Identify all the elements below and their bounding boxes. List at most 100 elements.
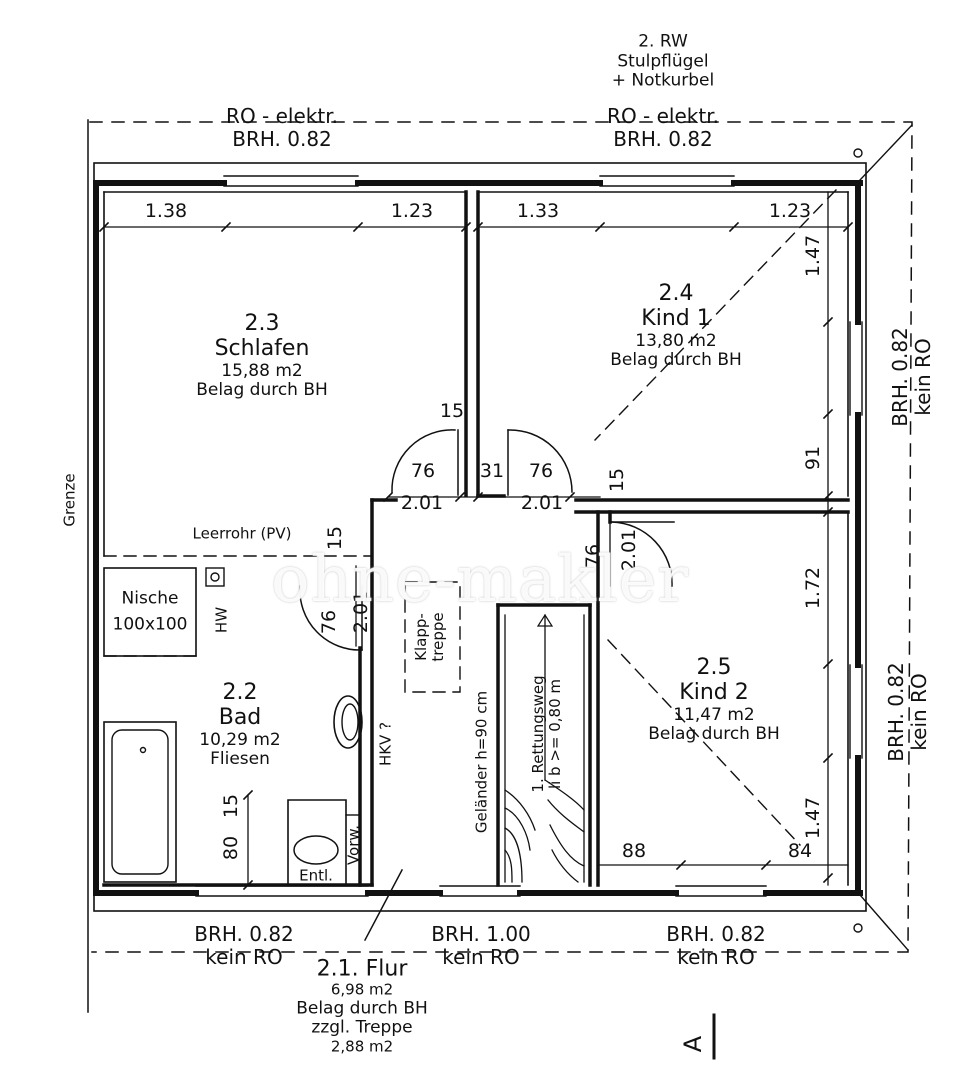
bathtub [103,721,177,883]
rettungsweg-line-1: 1. Rettungsweg [528,675,547,793]
dim-label: 1.47 [802,234,825,278]
room-bad: 2.2 Bad 10,29 m2 Fliesen [199,680,280,770]
window-label-brh: BRH. 0.82 [884,662,908,762]
window-label-ro: kein RO [205,945,283,969]
entl-label: Entl. [299,866,333,885]
window-note-line-3: + Notkurbel [611,70,715,91]
washbasin [333,695,363,749]
dim-label: 2.01 [520,492,564,515]
window-label-ro: RO - elektr. [226,104,338,128]
room-name: 2.1. Flur [316,956,408,982]
room-floor: Belag durch BH [296,998,428,1019]
klapptreppe-line-1: Klapp- [411,613,430,661]
dim-label: 1.23 [768,200,812,223]
window-label-ro: kein RO [907,673,931,751]
window-label-right-lower: BRH. 0.82 kein RO [884,662,931,762]
roof-outline-top [89,121,913,953]
room-name: Schlafen [214,336,310,362]
dim-label: 31 [479,460,505,483]
hw-box [205,567,225,587]
dim-label: 91 [802,445,825,471]
room-area: 6,98 m2 [330,980,394,999]
window-label-ro: kein RO [911,338,935,416]
inner-wall-faces [103,191,849,886]
nische-box [103,567,197,657]
dimension-ticks [98,221,854,891]
nische-size: 100x100 [112,614,188,634]
hkv-label: HKV ? [376,721,395,767]
gelaender-label: Geländer h=90 cm [472,690,491,834]
window-label-top-right: RO - elektr. BRH. 0.82 [607,105,719,151]
window-label-brh: BRH. 0.82 [888,327,912,427]
room-number: 2.2 [222,680,258,706]
dim-label: 80 [220,835,243,861]
rettungsweg-label: 1. Rettungsweg li b >= 0,80 m [528,675,565,793]
room-name: Bad [218,705,262,731]
window-label-right-upper: BRH. 0.82 kein RO [888,327,935,427]
room-extra: zzgl. Treppe [311,1017,413,1038]
window-label-brh: BRH. 0.82 [666,922,766,946]
dimension-lines [103,191,849,886]
watermark: ohne-makler [270,543,690,617]
room-extra-area: 2,88 m2 [330,1037,394,1056]
room-schlafen: 2.3 Schlafen 15,88 m2 Belag durch BH [196,311,328,401]
window-label-bottom-mid: BRH. 1.00 kein RO [431,923,531,969]
window-label-ro: kein RO [442,945,520,969]
room-floor: Belag durch BH [648,724,780,745]
dim-label: 1.23 [390,200,434,223]
grenze-label: Grenze [60,473,79,527]
window-label-brh: BRH. 0.82 [232,127,332,151]
interior-walls [102,190,850,887]
outer-walls [93,180,863,896]
room-kind-2: 2.5 Kind 2 11,47 m2 Belag durch BH [648,655,780,745]
leerrohr-label: Leerrohr (PV) [192,524,292,543]
door-swings [299,429,675,651]
dim-label: 76 [410,460,436,483]
room-floor: Belag durch BH [196,380,328,401]
dim-label: 1.38 [144,200,188,223]
room-number: 2.5 [696,655,732,681]
window-label-ro: kein RO [677,945,755,969]
dim-label: 15 [439,400,465,423]
dim-label: 1.47 [802,796,825,840]
section-marker-label: A [679,1035,708,1053]
klapptreppe-label: Klapp- treppe [411,612,448,662]
dim-label: 15 [220,793,243,819]
window-label-top-left: RO - elektr. BRH. 0.82 [226,105,338,151]
window-note-line-2: Stulpflügel [617,51,709,72]
room-floor: Fliesen [210,749,270,770]
dim-label: 84 [787,840,813,863]
window-label-brh: BRH. 1.00 [431,922,531,946]
window-label-ro: RO - elektr. [607,104,719,128]
dim-label: 76 [528,460,554,483]
window-label-bottom-right: BRH. 0.82 kein RO [666,923,766,969]
room-floor: Belag durch BH [610,350,742,371]
nische-label: Nische 100x100 [113,589,188,634]
room-kind-1: 2.4 Kind 1 13,80 m2 Belag durch BH [610,281,742,371]
dim-label: 2.01 [400,492,444,515]
dim-label: 15 [606,467,629,493]
room-number: 2.4 [658,281,694,307]
window-note-top: 2. RW Stulpflügel + Notkurbel [611,31,715,92]
room-name: Kind 2 [679,680,749,706]
dim-label: 1.33 [516,200,560,223]
rettungsweg-line-2: li b >= 0,80 m [546,678,564,790]
window-label-brh: BRH. 0.82 [194,922,294,946]
room-area: 13,80 m2 [635,330,717,351]
room-flur: 2.1. Flur 6,98 m2 Belag durch BH zzgl. T… [296,957,428,1056]
wc [287,799,347,886]
room-name: Kind 1 [641,306,711,332]
klapptreppe-line-2: treppe [429,612,447,662]
dim-label: 1.72 [802,566,825,610]
dim-label: 88 [621,840,647,863]
stair-steps [504,613,585,883]
room-area: 10,29 m2 [199,729,281,750]
hw-label: HW [212,606,231,634]
window-note-line-1: 2. RW [638,31,688,52]
flur-leader [363,868,404,942]
nische-title: Nische [121,588,179,609]
room-number: 2.3 [244,311,280,337]
window-label-brh: BRH. 0.82 [613,127,713,151]
vorw-label: Vorw. [344,824,363,866]
